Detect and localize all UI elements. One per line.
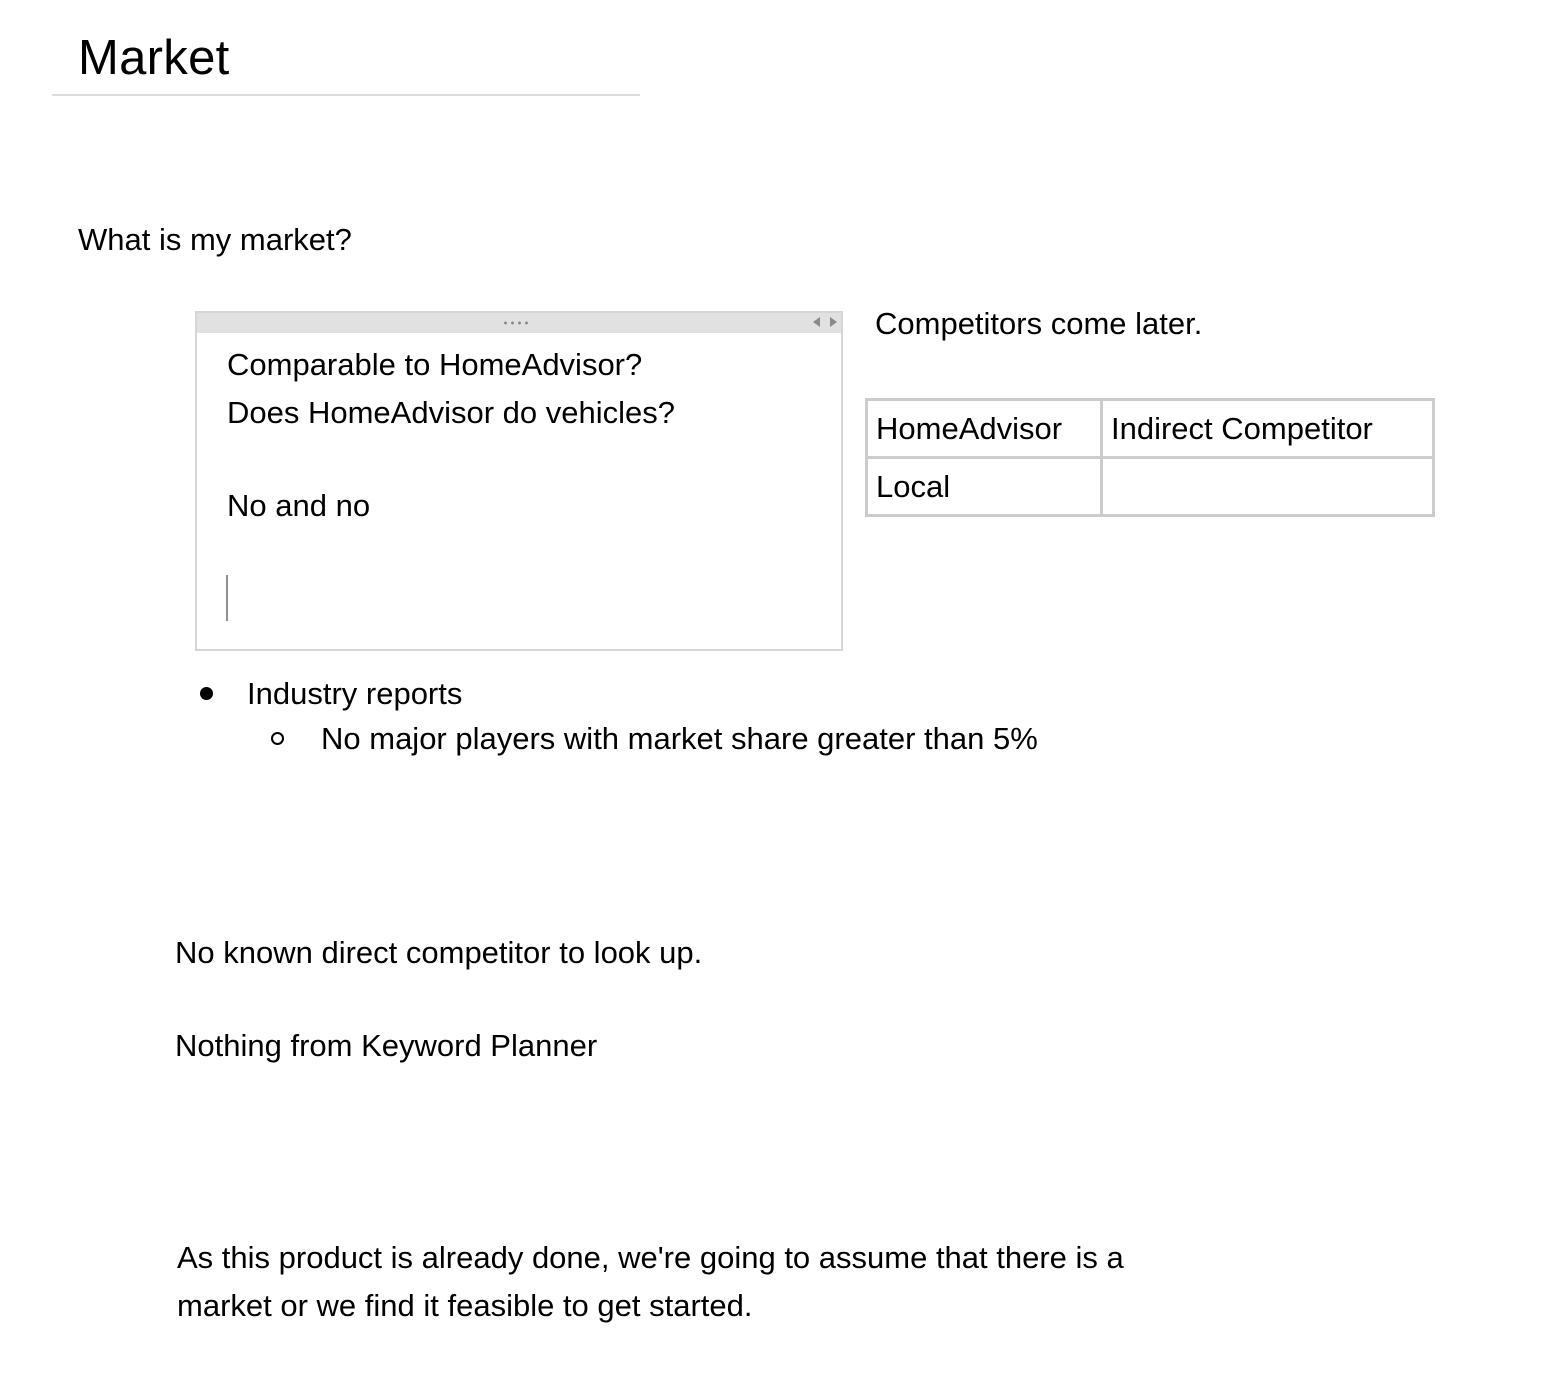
table-cell[interactable]: Local	[865, 456, 1103, 517]
competitor-table[interactable]: HomeAdvisor Indirect Competitor Local	[865, 398, 1435, 517]
table-row: Local	[865, 456, 1435, 517]
table-row: HomeAdvisor Indirect Competitor	[865, 398, 1435, 459]
text-cursor	[226, 575, 228, 621]
note-line-1[interactable]: Comparable to HomeAdvisor?	[227, 347, 643, 382]
grip-dots-icon[interactable]	[502, 321, 532, 325]
paragraph-direct-competitor[interactable]: No known direct competitor to look up.	[175, 935, 703, 970]
title-underline	[52, 94, 640, 96]
note-line-2[interactable]: Does HomeAdvisor do vehicles?	[227, 395, 675, 430]
paragraph-conclusion-line-1[interactable]: As this product is already done, we're g…	[177, 1240, 1124, 1275]
table-cell[interactable]: Indirect Competitor	[1100, 398, 1435, 459]
bullet-circle-icon	[271, 732, 284, 745]
list-subitem[interactable]: No major players with market share great…	[321, 721, 1038, 756]
market-question[interactable]: What is my market?	[78, 222, 352, 257]
table-cell[interactable]	[1100, 456, 1435, 517]
paragraph-keyword-planner[interactable]: Nothing from Keyword Planner	[175, 1028, 598, 1063]
note-container[interactable]: Comparable to HomeAdvisor? Does HomeAdvi…	[195, 311, 843, 651]
note-line-3[interactable]: No and no	[227, 488, 371, 523]
container-drag-bar[interactable]	[197, 313, 841, 333]
paragraph-conclusion-line-2[interactable]: market or we find it feasible to get sta…	[177, 1288, 753, 1323]
list-item[interactable]: Industry reports	[247, 676, 463, 711]
resize-arrows-icon[interactable]	[812, 314, 838, 330]
page-title[interactable]: Market	[78, 31, 230, 85]
table-cell[interactable]: HomeAdvisor	[865, 398, 1103, 459]
bullet-disc-icon	[200, 687, 213, 700]
competitors-note[interactable]: Competitors come later.	[875, 306, 1203, 341]
